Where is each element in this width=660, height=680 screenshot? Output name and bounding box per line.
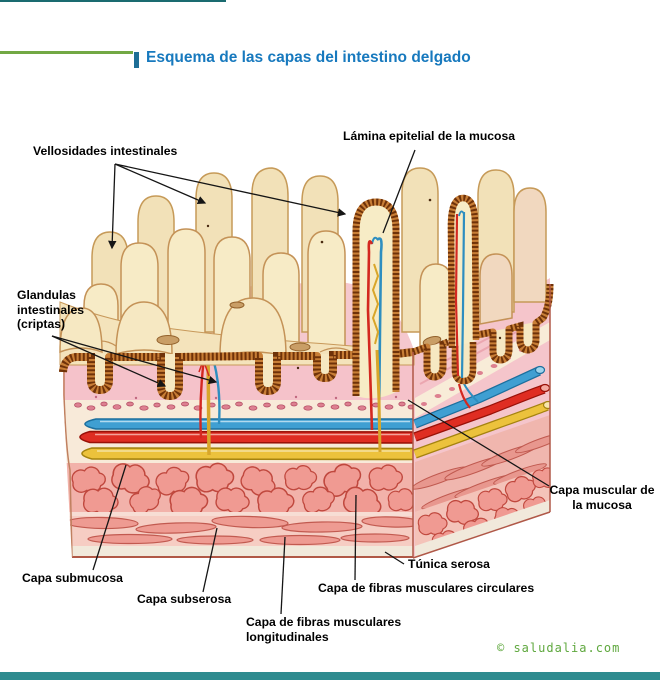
label-glandulas: Glandulas intestinales (criptas) <box>17 288 85 332</box>
crypt-opening <box>156 335 180 345</box>
leader-muscularis-mucosae <box>407 399 550 487</box>
crypt-opening <box>229 301 245 309</box>
label-capa-submucosa: Capa submucosa <box>22 571 123 585</box>
villus-capillaries <box>366 236 383 453</box>
cut-villus-left <box>352 198 400 453</box>
title-tick-icon <box>134 52 139 68</box>
green-rule <box>0 51 133 54</box>
crypt-opening <box>422 335 442 347</box>
leader-villi-1 <box>108 163 117 250</box>
submucosa-vessels <box>79 418 415 461</box>
serosa-layer <box>63 546 415 557</box>
crypt-opening <box>289 342 311 352</box>
label-fibras-longitudinales: Capa de fibras musculares longitudinales <box>246 615 402 644</box>
label-tunica-serosa: Túnica serosa <box>408 557 490 571</box>
leader-subserosa <box>202 527 218 593</box>
leader-circulares <box>354 494 357 581</box>
right-muscle-streaks <box>413 432 550 510</box>
villus-capillaries <box>454 210 466 379</box>
label-fibras-circulares: Capa de fibras musculares circulares <box>318 581 535 595</box>
villus-vessel-bundle-left <box>198 352 221 456</box>
epithelium-crypts-right <box>411 283 554 381</box>
label-capa-muscular-mucosa: Capa muscular de la mucosa <box>549 483 655 512</box>
mucosa-surface-apron <box>59 297 442 366</box>
block-edges <box>412 284 551 559</box>
leader-villi-2 <box>114 163 207 205</box>
block-front-face <box>63 352 415 558</box>
villi-mid-row <box>83 228 513 358</box>
leader-submucosa <box>92 464 127 571</box>
right-face-vessels <box>413 365 550 459</box>
cell-dots <box>94 395 398 400</box>
label-vellosidades: Vellosidades intestinales <box>33 144 178 158</box>
copyright-text: © saludalia.com <box>497 641 621 655</box>
label-capa-subserosa: Capa subserosa <box>137 592 232 606</box>
leader-lamina <box>382 149 416 234</box>
muscularis-mucosae-dots <box>74 401 415 411</box>
leader-lines <box>51 149 550 615</box>
leader-criptas-2 <box>51 335 218 385</box>
leader-longitudinales <box>280 536 286 615</box>
block-right-face <box>413 278 550 558</box>
page-title: Esquema de las capas del intestino delga… <box>146 49 471 66</box>
leader-villi-3 <box>114 163 347 217</box>
bottom-bar <box>0 672 660 680</box>
speckles <box>206 198 502 370</box>
leader-criptas-1 <box>51 335 167 387</box>
label-lamina-epitelial: Lámina epitelial de la mucosa <box>343 129 516 143</box>
leader-tunica-serosa <box>384 551 405 565</box>
cut-villus-right <box>447 194 480 385</box>
top-rule <box>0 0 226 2</box>
